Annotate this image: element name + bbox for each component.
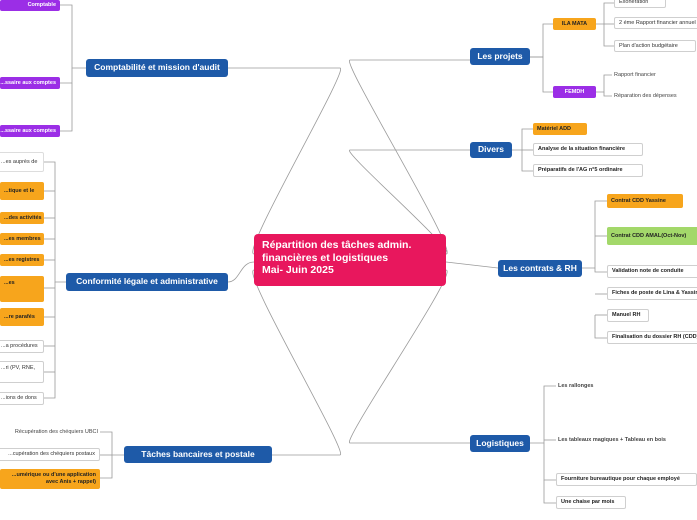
node-conformite-1[interactable]: ...es auprès de xyxy=(0,152,44,172)
node-exoneration[interactable]: Exonération xyxy=(614,0,666,8)
title-line-2: financières et logistiques xyxy=(262,251,389,264)
node-conformite-10[interactable]: ...ions de dons xyxy=(0,392,44,405)
branch-contrats-rh[interactable]: Les contrats & RH xyxy=(498,260,582,277)
node-ila-mata[interactable]: ILA MATA xyxy=(553,18,596,30)
title-line-3: Mai- Juin 2025 xyxy=(262,264,334,277)
branch-divers[interactable]: Divers xyxy=(470,142,512,158)
node-materiel-add[interactable]: Matériel ADD xyxy=(533,123,587,135)
node-rapport-financier[interactable]: Rapport financier xyxy=(614,71,656,78)
node-chaise-par-mois[interactable]: Une chaise par mois xyxy=(556,496,626,509)
node-tableaux-magiques[interactable]: Les tableaux magiques + Tableau en bois xyxy=(558,436,666,443)
node-preparatifs-ag[interactable]: Préparatifs de l'AG n°5 ordinaire xyxy=(533,164,643,177)
application-line-2: avec Anis + rappel) xyxy=(45,479,96,485)
node-contrat-yassine[interactable]: Contrat CDD Yassine xyxy=(607,194,683,208)
node-chequiers-postaux[interactable]: ...cupération des chéquiers postaux xyxy=(0,448,100,461)
branch-comptabilite-audit[interactable]: Comptabilité et mission d'audit xyxy=(86,59,228,77)
node-validation-note[interactable]: Validation note de conduite xyxy=(607,265,697,278)
node-finalisation-rh[interactable]: Finalisation du dossier RH (CDD) xyxy=(607,331,697,344)
branch-logistiques[interactable]: Logistiques xyxy=(470,435,530,452)
branch-conformite[interactable]: Conformité légale et administrative xyxy=(66,273,228,291)
node-conformite-2[interactable]: ...tique et le xyxy=(0,182,44,200)
node-conformite-6[interactable]: ...es xyxy=(0,276,44,302)
node-rallonges[interactable]: Les rallonges xyxy=(558,382,594,389)
node-fourniture-bureautique[interactable]: Fourniture bureautique pour chaque emplo… xyxy=(556,473,697,486)
node-rapport-annuel[interactable]: 2 éme Rapport financier annuel xyxy=(614,17,697,29)
node-conformite-4[interactable]: ...es membres xyxy=(0,233,44,245)
node-conformite-8[interactable]: ...a procédures xyxy=(0,340,44,353)
node-chequiers-ubci[interactable]: Récupération des chéquiers UBCI xyxy=(14,428,98,435)
title-line-1: Répartition des tâches admin. xyxy=(262,239,412,251)
node-analyse-financiere[interactable]: Analyse de la situation financière xyxy=(533,143,643,156)
node-plan-action[interactable]: Plan d'action budgétaire xyxy=(614,40,696,52)
node-comptable[interactable]: Comptable xyxy=(0,0,60,11)
node-manuel-rh[interactable]: Manuel RH xyxy=(607,309,649,322)
node-conformite-9[interactable]: ...ri (PV, RNE, xyxy=(0,361,44,383)
branch-projets[interactable]: Les projets xyxy=(470,48,530,65)
application-line-1: ...umérique ou d'une application xyxy=(11,472,96,479)
node-contrat-amal[interactable]: Contrat CDD AMAL(Oct-Nov) xyxy=(607,227,697,245)
node-conformite-7[interactable]: ...re parafés xyxy=(0,308,44,326)
central-topic[interactable]: Répartition des tâches admin. financière… xyxy=(254,234,446,286)
node-application-numerique[interactable]: ...umérique ou d'une application avec An… xyxy=(0,469,100,489)
node-fiches-poste[interactable]: Fiches de poste de Lina & Yassine xyxy=(607,287,697,300)
node-conformite-3[interactable]: ...des activités xyxy=(0,212,44,224)
node-commissaire-comptes-2[interactable]: ...ssaire aux comptes xyxy=(0,125,60,137)
node-reparation-depenses[interactable]: Réparation des dépenses xyxy=(614,92,677,99)
node-commissaire-comptes-1[interactable]: ...ssaire aux comptes xyxy=(0,77,60,89)
node-femdh[interactable]: FEMDH xyxy=(553,86,596,98)
node-conformite-5[interactable]: ...es registres xyxy=(0,254,44,266)
branch-bancaires-postale[interactable]: Tâches bancaires et postale xyxy=(124,446,272,463)
